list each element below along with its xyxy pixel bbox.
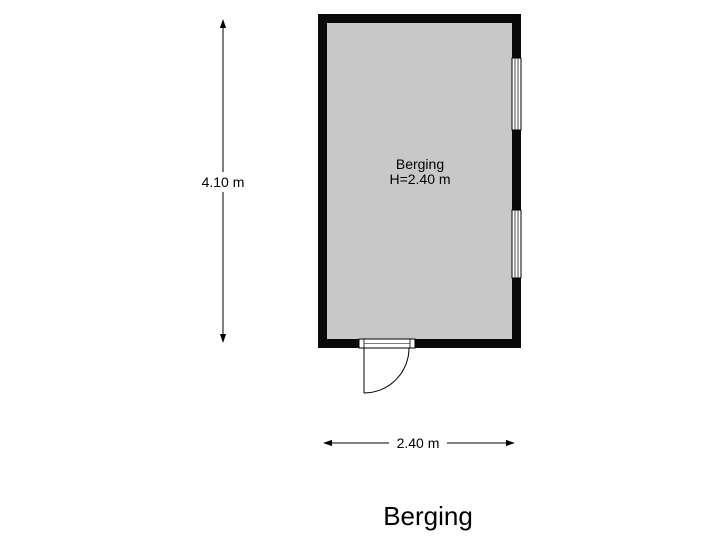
window-right-upper	[511, 57, 522, 131]
window-right-lower	[511, 209, 522, 279]
vertical-dimension-label-bg	[196, 172, 251, 192]
room-name-label: Berging	[396, 156, 444, 172]
floor-title: Berging	[383, 501, 473, 531]
room-floor	[327, 23, 512, 339]
door	[358, 338, 416, 394]
door-swing-arc	[363, 347, 410, 394]
vertical-dimension-label: 4.10 m	[202, 174, 245, 190]
room-height-label: H=2.40 m	[389, 171, 450, 187]
horizontal-dimension-label: 2.40 m	[397, 435, 440, 451]
horizontal-dimension-label-bg	[389, 433, 447, 453]
